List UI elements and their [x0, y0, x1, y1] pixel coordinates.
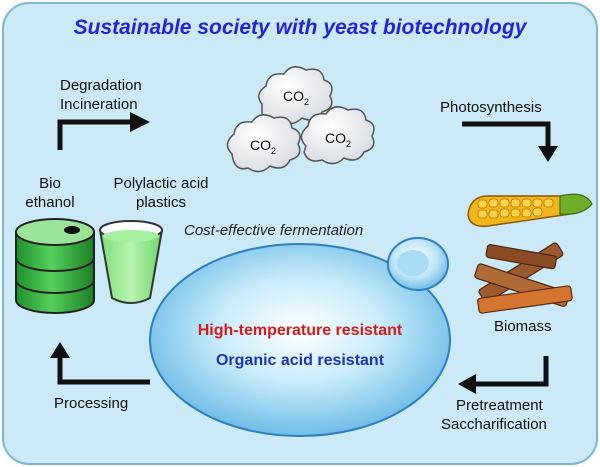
trait-high-temperature: High-temperature resistant — [197, 322, 403, 339]
co2-label-left: CO2 — [249, 137, 276, 156]
yeast-cell-icon — [149, 237, 451, 437]
photosynthesis-arrow — [462, 121, 558, 162]
processing-arrow — [50, 342, 150, 385]
pretreatment-arrow — [458, 356, 549, 394]
trait-organic-acid: Organic acid resistant — [215, 352, 385, 369]
co2-label-top: CO2 — [282, 88, 309, 107]
label-biomass: Biomass — [494, 318, 552, 335]
label-ethanol: ethanol — [25, 194, 75, 211]
label-pla-line1: Polylactic acid — [113, 175, 209, 192]
label-pretreatment: Pretreatment — [456, 397, 543, 414]
yeast-caption: Cost-effective fermentation — [184, 222, 364, 239]
label-photosynthesis: Photosynthesis — [440, 99, 542, 116]
degradation-arrow — [57, 112, 150, 150]
bioethanol-barrel-icon — [15, 218, 95, 314]
co2-label-right: CO2 — [324, 130, 351, 149]
label-saccharification: Saccharification — [441, 416, 547, 433]
co2-cloud-right — [300, 106, 375, 165]
label-degradation: Degradation — [60, 77, 142, 94]
corn-icon — [467, 193, 593, 228]
label-processing: Processing — [54, 395, 129, 412]
label-bio: Bio — [39, 175, 61, 192]
co2-cloud-left — [226, 114, 301, 173]
label-incineration: Incineration — [60, 96, 138, 113]
pla-cup-icon — [98, 220, 164, 304]
diagram-title: Sustainable society with yeast biotechno… — [73, 16, 527, 39]
biomass-wood-icon — [474, 242, 573, 314]
label-pla-line2: plastics — [135, 194, 187, 211]
